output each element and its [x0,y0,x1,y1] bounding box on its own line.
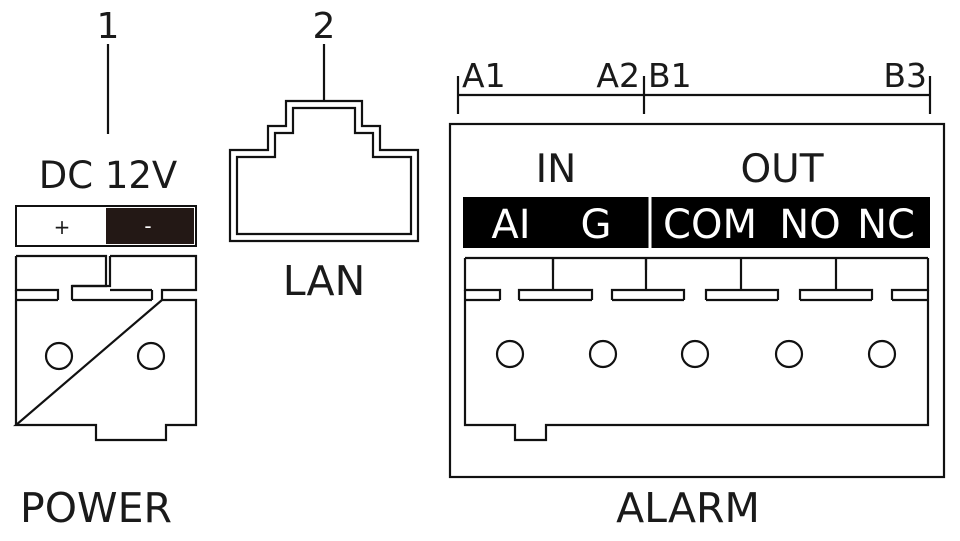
range-label-a1: A1 [462,56,506,95]
lan-title: LAN [283,257,366,305]
alarm-terminal-block [463,256,930,442]
alarm-pin-label-g: G [581,202,612,248]
alarm-pin-label-bar [463,197,930,248]
power-tab-1 [16,254,108,300]
alarm-screw-nc [867,339,897,369]
rj45-inner-outline [235,106,413,236]
power-screw-minus [136,341,166,371]
power-plus-label: + [54,215,71,239]
power-terminal-block [13,254,198,442]
alarm-pin-label-ai: AI [491,202,530,248]
power-minus-cell [106,208,194,244]
range-label-b1: B1 [648,56,692,95]
power-tab-2 [110,254,198,300]
alarm-range-bracket [456,76,932,114]
alarm-out-label: OUT [740,147,823,192]
alarm-pin-label-nc: NC [857,202,915,248]
lan-callout-number: 2 [313,6,336,47]
alarm-screw-ai [495,339,525,369]
power-callout-number: 1 [97,6,120,47]
power-minus-label: - [144,214,151,238]
alarm-in-label: IN [536,147,577,192]
range-label-a2: A2 [596,56,640,95]
alarm-title: ALARM [616,484,760,532]
alarm-housing [448,122,946,479]
alarm-screw-g [588,339,618,369]
alarm-screw-no [774,339,804,369]
power-connector: 1 DC 12V + - POWER [13,6,198,532]
rj45-outer-outline [228,99,420,243]
power-screw-plus [44,341,74,371]
alarm-connector: A1 A2 B1 B3 IN OUT AI G COM NO NC [448,56,946,532]
power-voltage-label: DC 12V [39,154,177,197]
power-title: POWER [20,484,172,532]
power-plus-cell [18,208,104,244]
power-block-body [13,298,198,442]
lan-port: 2 LAN [228,6,420,305]
alarm-pin-label-com: COM [663,202,757,248]
alarm-block-body [463,290,930,442]
alarm-screw-com [680,339,710,369]
range-label-b3: B3 [883,56,927,95]
alarm-pin-label-no: NO [779,202,840,248]
